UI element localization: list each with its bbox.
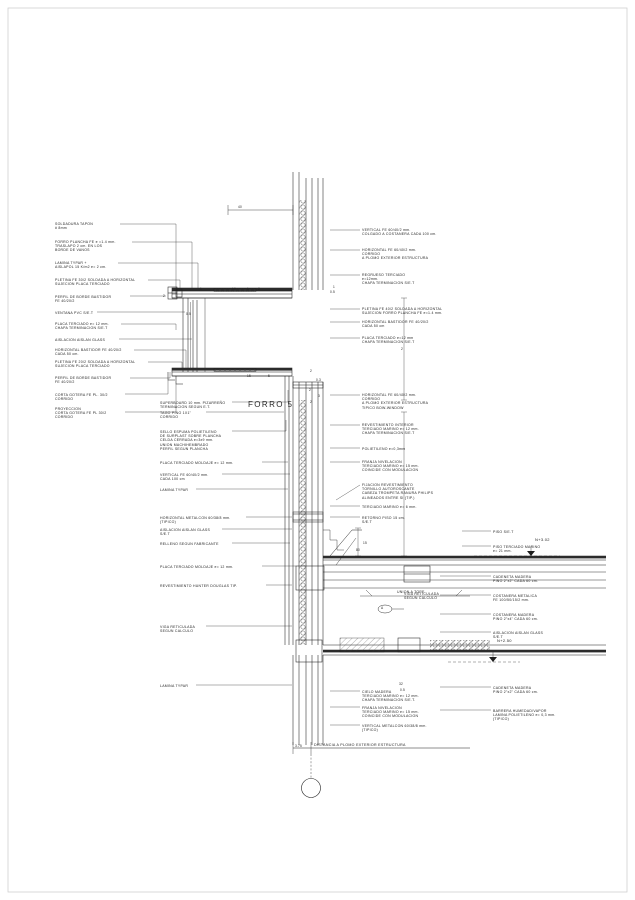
dimension-text: 1	[333, 285, 335, 289]
dimension-text: 2	[310, 369, 312, 373]
annotation-label: CIELO MADERA TERCIADO MARINO e= 12 mm. C…	[362, 690, 419, 703]
annotation-label: AISLACION AISLAN GLASS	[55, 338, 106, 342]
annotation-label: REVESTIMIENTO HUNTER DOUGLAS TIP.	[160, 584, 238, 588]
annotation-label: VERTICAL FE 60/40/2 mm. COLGADO A COSTAN…	[362, 228, 437, 237]
annotation-label: PLETINA FE 40/2 SOLDADA A HORIZONTAL SUJ…	[362, 307, 443, 316]
annotation-label: LAMINA TYPAR	[160, 684, 189, 688]
union-a-tope-label: UNION A TOPE	[397, 590, 425, 594]
annotation-label: BARRERA HUMEDAD/VAPOR LAMINA POLIETILENO…	[493, 709, 556, 722]
annotation-label: TAGO PINO 1X1" CORRIDO	[160, 411, 192, 420]
leader-lines-left	[97, 223, 199, 413]
annotation-label: LAMINA TYPAR	[160, 488, 189, 492]
dimension-text: 2	[310, 400, 312, 404]
annotation-label: REGRUESO TERCIADO e=12mm. CHAPA TERMINAC…	[362, 273, 415, 286]
dimension-text: 3	[318, 394, 320, 398]
annotation-label: COSTANERA METALICA FE 100/50/15/2 mm.	[493, 594, 538, 603]
dimension-text: 2	[401, 347, 403, 351]
annotation-label: COSTANERA MADERA PINO 2"x4" CADA 60 cm.	[493, 613, 539, 622]
annotation-label: PLACA TERCIADO MOLDAJE e= 12 mm.	[160, 565, 234, 569]
annotation-label: AISLACION AISLAN GLASS S/E.T	[493, 631, 544, 640]
annotation-label: PLETINA FE 30/2 SOLDADA A HORIZONTAL SUJ…	[55, 278, 136, 287]
dimension-text: 10	[232, 287, 236, 291]
annotation-label: PLACA TERCIADO e=12 mm CHAPA TERMINACION…	[362, 336, 415, 345]
annotation-label: SELLO ESPUMA POLIETILENO DE SURPLAST SOB…	[160, 430, 222, 451]
forro-callout: FORRO 5	[248, 400, 294, 409]
dimension-text: 5	[268, 374, 270, 378]
annotation-label: HORIZONTAL BASTIDOR FE 40/20/2 CADA 50 c…	[362, 320, 429, 329]
dimension-text: 15	[247, 374, 251, 378]
annotation-label: REVESTIMIENTO INTERIOR TERCIADO MARINO e…	[362, 423, 419, 436]
leader-lines-right	[330, 229, 361, 726]
annotation-label: SUPERBOARD 10 mm. PIZARREÑO TERMINACION …	[160, 401, 226, 410]
annotation-label: HORIZONTAL FE 60/40/2 mm. CORRIDO A PLOM…	[362, 248, 429, 261]
dimension-text: 2	[258, 287, 260, 291]
elevation-marker-label: N+3.02	[535, 537, 550, 542]
sheet-border	[7, 7, 628, 893]
annotation-label: TERCIADO MARINO e= 6 mm.	[362, 505, 417, 509]
dimension-text: 40	[238, 205, 242, 209]
annotation-label: PLACA TERCIADO MOLDAJE e= 12 mm.	[160, 461, 234, 465]
annotation-label: FIJACION REVESTIMIENTO TORNILLO AUTOROSC…	[362, 483, 434, 500]
elevation-symbol-lower	[448, 652, 520, 663]
leader-lines-mid	[196, 390, 296, 686]
dimension-text: 32	[399, 682, 403, 686]
dimension-text: 15	[363, 541, 367, 545]
annotation-label: PERFIL DE BORDE BASTIDOR FE 40/20/2	[55, 376, 112, 385]
dimension-text: 2	[309, 388, 311, 392]
dimension-text: 1	[247, 287, 249, 291]
annotation-label: PLACA TERCIADO e= 12 mm. CHAPA TERMINACI…	[55, 322, 109, 331]
annotation-label: FRANJA NIVELACION TERCIADO MARINO e= 15 …	[362, 706, 419, 719]
annotation-label: RETORNO PISO 15 cm. S/E.T	[362, 516, 405, 525]
annotation-label: HORIZONTAL FE 60/40/2 mm. CORRIDO A PLOM…	[362, 393, 429, 410]
dimension-text: 80	[356, 548, 360, 552]
dimension-text: 1	[200, 287, 202, 291]
beam-callout-tag: A	[381, 606, 384, 610]
annotation-label: LAMINA TYPAR + AISLAPOL 15 K/m2 e= 2 cm.	[55, 261, 107, 270]
annotation-label: CADENETA MADERA PINO 2"x2" CADA 60 cm.	[493, 575, 539, 584]
elevation-marker-label: N+2.50	[497, 638, 512, 643]
annotation-label: HORIZONTAL BASTIDOR FE 40/20/2 CADA 50 c…	[55, 348, 122, 357]
annotation-label: VERTICAL METALCON 60/38/8 mm. (TIPICO)	[362, 724, 427, 733]
annotation-label: RELLENO SEGUN FABRICANTE	[160, 542, 219, 546]
construction-geometry	[97, 172, 606, 798]
annotation-label: CORTA GOTERA FE PL. 30/2 CORRIDO	[55, 393, 108, 402]
leader-lines-far-right	[440, 530, 491, 711]
dimension-text: 0.5	[186, 312, 192, 316]
annotation-label: POLIETILENO e=0,3mm	[362, 447, 406, 451]
annotation-label: SOLDADURA TAPON # 8mm	[55, 222, 94, 231]
annotation-label: VERTICAL FE 60/40/2 mm. CADA 100 cm	[160, 473, 209, 482]
annotation-label: FRANJA NIVELACION TERCIADO MARINO e= 15 …	[362, 460, 419, 473]
dimension-text: 2	[163, 294, 165, 298]
annotation-label: PLETINA FE 20/2 SOLDADA A HORIZONTAL SUJ…	[55, 360, 136, 369]
annotation-label: AISLACION AISLAN GLASS S/E.T	[160, 528, 211, 537]
annotation-label: PISO S/E.T	[493, 530, 514, 534]
dimension-text: 0.5	[400, 688, 406, 692]
annotation-label: HORIZONTAL METALCON 60/38/8 mm. (TIPICO)	[160, 516, 231, 525]
dimension-text: 0.5	[330, 290, 336, 294]
section-note: DISTANCIA A PLOMO EXTERIOR ESTRUCTURA	[314, 743, 406, 747]
annotation-label: PROYECCION CORTA GOTERA FE PL 30/2 CORRI…	[55, 407, 107, 420]
annotation-label: PISO TERCIADO MARINO e= 21 mm.	[493, 545, 541, 554]
annotation-label: VIGA RETICULADA SEGUN CALCULO	[160, 625, 196, 634]
dimension-text: 0.3	[316, 378, 322, 382]
annotation-label: PERFIL DE BORDE BASTIDOR FE 40/20/2	[55, 295, 112, 304]
annotation-label: CADENETA MADERA PINO 2"x2" CADA 60 cm.	[493, 686, 539, 695]
section-note-value: 3.75	[295, 744, 303, 748]
annotation-label: VENTANA PVC S/E.T	[55, 311, 94, 315]
annotation-label: FORRO PLANCHA FE e =1.4 mm. TRASLAPO 2 c…	[55, 240, 116, 253]
elevation-symbol-upper	[474, 546, 560, 557]
beam-callout: VIGA RETICULADA SEGUN CALCULO	[404, 592, 440, 601]
